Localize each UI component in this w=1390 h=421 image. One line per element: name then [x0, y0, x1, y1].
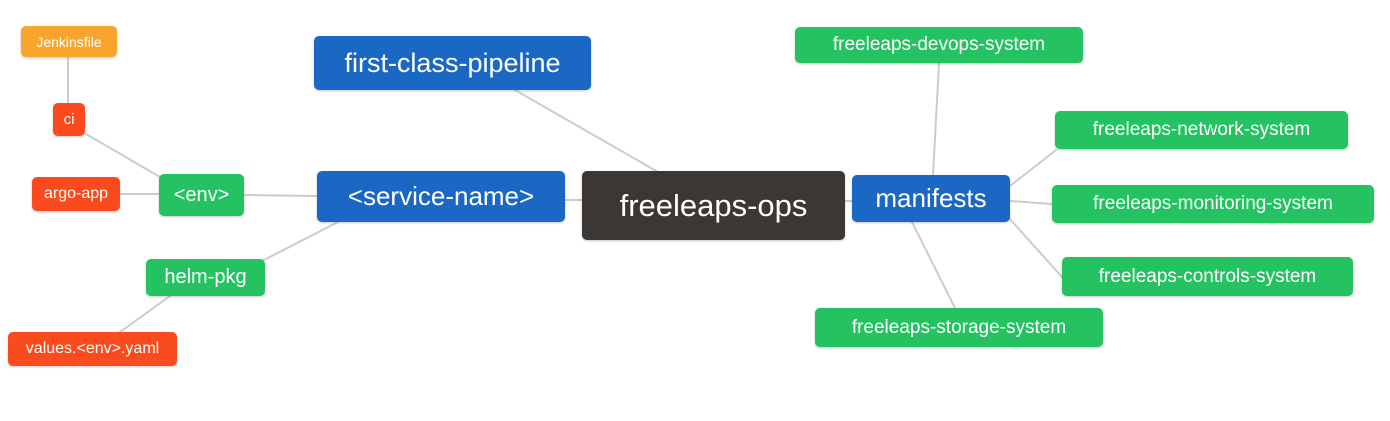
node-devops-system[interactable]: freeleaps-devops-system [795, 27, 1083, 63]
node-storage-system[interactable]: freeleaps-storage-system [815, 308, 1103, 347]
node-helm-pkg[interactable]: helm-pkg [146, 259, 265, 296]
node-first-class-pipeline[interactable]: first-class-pipeline [314, 36, 591, 90]
node-env[interactable]: <env> [159, 174, 244, 216]
node-monitoring-system[interactable]: freeleaps-monitoring-system [1052, 185, 1374, 223]
node-ci[interactable]: ci [53, 103, 85, 136]
node-service-name[interactable]: <service-name> [317, 171, 565, 222]
node-network-system[interactable]: freeleaps-network-system [1055, 111, 1348, 149]
node-controls-system[interactable]: freeleaps-controls-system [1062, 257, 1353, 296]
node-manifests[interactable]: manifests [852, 175, 1010, 222]
node-argo-app[interactable]: argo-app [32, 177, 120, 211]
node-freeleaps-ops[interactable]: freeleaps-ops [582, 171, 845, 240]
node-values-env-yaml[interactable]: values.<env>.yaml [8, 332, 177, 366]
node-jenkinsfile[interactable]: Jenkinsfile [21, 26, 117, 57]
